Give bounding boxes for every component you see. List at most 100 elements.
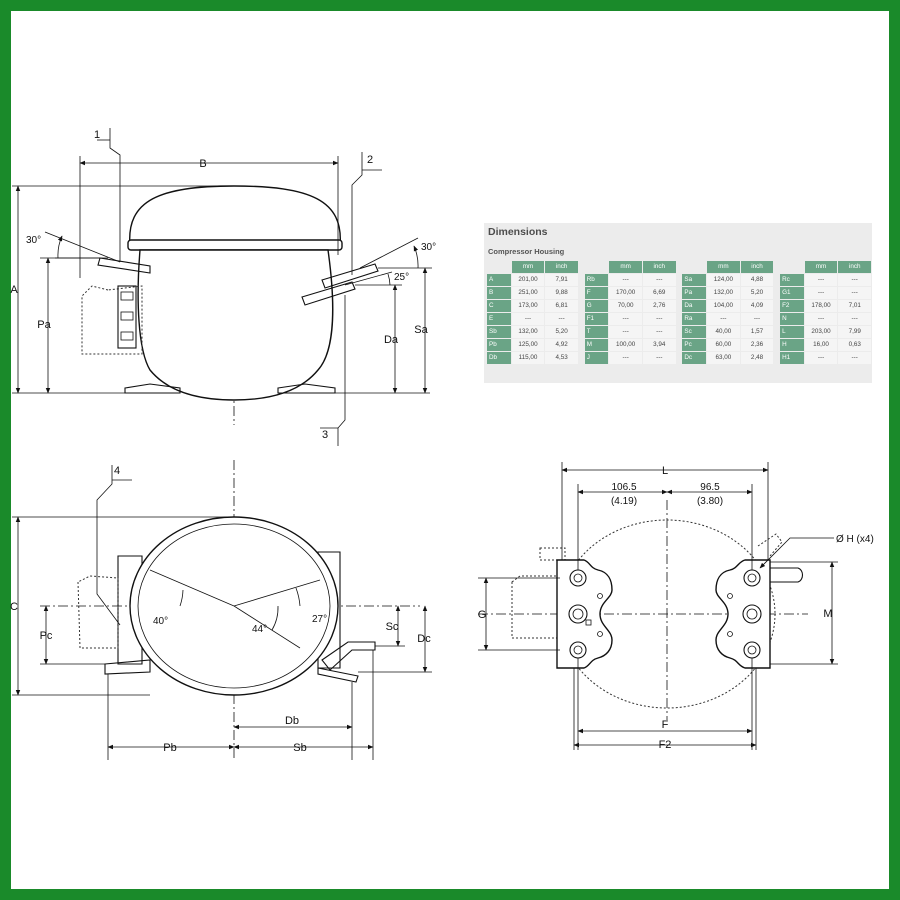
header-mm: mm (609, 261, 643, 273)
dim-label-Sb: Sb (293, 742, 306, 754)
dim-label-M: M (823, 608, 832, 620)
column-gap (579, 352, 584, 364)
dim-label-Dc: Dc (417, 633, 431, 645)
table-cell-mm: --- (804, 313, 838, 325)
column-gap (774, 326, 779, 338)
table-cell-key: L (780, 326, 804, 338)
base-plate-view: L 106.5 (4.19) 96.5 (3.80) Ø H (x4) G M … (478, 462, 874, 751)
table-cell-mm: 40,00 (707, 326, 740, 338)
column-gap (774, 313, 779, 325)
table-cell-key: Pc (682, 339, 707, 351)
dim-label-Sc: Sc (386, 621, 399, 633)
table-cell-inch: --- (643, 313, 676, 325)
dim-label-Pc: Pc (40, 630, 53, 642)
column-gap (579, 274, 584, 286)
table-cell-key: Dc (682, 352, 707, 364)
table-cell-inch: 9,88 (545, 287, 578, 299)
side-elevation-view: B A Pa Da Sa 30° 30° 25° 1 (10, 128, 436, 446)
table-cell-inch: --- (838, 287, 871, 299)
dim-label-Da: Da (384, 334, 399, 346)
table-cell-inch: 4,92 (545, 339, 578, 351)
dim-label-96-5-mm: 96.5 (700, 482, 720, 493)
header-mm: mm (707, 261, 740, 273)
column-gap (579, 339, 584, 351)
table-cell-inch: 2,36 (740, 339, 774, 351)
table-cell-mm: 251,00 (511, 287, 545, 299)
table-cell-inch: --- (643, 274, 676, 286)
table-cell-mm: 203,00 (804, 326, 838, 338)
table-cell-mm: 201,00 (511, 274, 545, 286)
table-cell-inch: 5,20 (740, 287, 774, 299)
table-cell-mm: --- (804, 287, 838, 299)
table-cell-mm: 132,00 (511, 326, 545, 338)
header-mm: mm (511, 261, 545, 273)
dim-label-B: B (199, 158, 206, 170)
table-cell-mm: 16,00 (804, 339, 838, 351)
table-cell-mm: --- (609, 313, 643, 325)
column-gap (579, 261, 584, 273)
table-cell-mm: 60,00 (707, 339, 740, 351)
dimensions-title: Dimensions (488, 226, 548, 238)
table-cell-inch: 4,88 (740, 274, 774, 286)
column-gap (774, 287, 779, 299)
table-cell-key: C (487, 300, 511, 312)
table-cell-key: Pa (682, 287, 707, 299)
column-gap (579, 287, 584, 299)
callout-3: 3 (322, 429, 328, 441)
column-gap (677, 352, 682, 364)
column-gap (774, 339, 779, 351)
header-mm: mm (804, 261, 838, 273)
table-cell-inch: --- (838, 274, 871, 286)
column-gap (677, 339, 682, 351)
table-cell-mm: 173,00 (511, 300, 545, 312)
table-cell-key: Sb (487, 326, 511, 338)
dim-label-106-5-inch: (4.19) (611, 496, 637, 507)
table-cell-inch: 3,94 (643, 339, 676, 351)
table-cell-key: Db (487, 352, 511, 364)
table-cell-inch: 6,81 (545, 300, 578, 312)
table-cell-mm: 100,00 (609, 339, 643, 351)
table-cell-mm: --- (609, 274, 643, 286)
table-cell-key: B (487, 287, 511, 299)
header-inch: inch (838, 261, 871, 273)
column-gap (579, 326, 584, 338)
table-cell-key: F2 (780, 300, 804, 312)
dimensions-subtitle: Compressor Housing (488, 247, 565, 256)
column-gap (579, 300, 584, 312)
table-cell-inch: --- (740, 313, 774, 325)
table-cell-inch: 2,48 (740, 352, 774, 364)
header-blank (585, 261, 609, 273)
table-cell-inch: --- (838, 352, 871, 364)
header-inch: inch (545, 261, 578, 273)
table-cell-key: F1 (584, 313, 609, 325)
table-cell-key: Pb (487, 339, 511, 351)
table-cell-inch: 5,20 (545, 326, 578, 338)
table-cell-mm: 178,00 (804, 300, 838, 312)
table-cell-inch: 6,69 (643, 287, 676, 299)
table-cell-inch: 2,76 (643, 300, 676, 312)
header-inch: inch (740, 261, 774, 273)
table-cell-key: M (584, 339, 609, 351)
column-gap (677, 326, 682, 338)
column-gap (677, 287, 682, 299)
callout-1: 1 (94, 129, 100, 141)
table-cell-key: Rc (780, 274, 804, 286)
column-gap (774, 352, 779, 364)
table-cell-key: Sa (682, 274, 707, 286)
table-cell-mm: --- (707, 313, 740, 325)
column-gap (774, 274, 779, 286)
column-gap (677, 300, 682, 312)
header-inch: inch (643, 261, 676, 273)
header-blank (682, 261, 706, 273)
column-gap (677, 261, 682, 273)
column-gap (774, 261, 779, 273)
table-cell-inch: --- (643, 326, 676, 338)
callout-2: 2 (367, 154, 373, 166)
